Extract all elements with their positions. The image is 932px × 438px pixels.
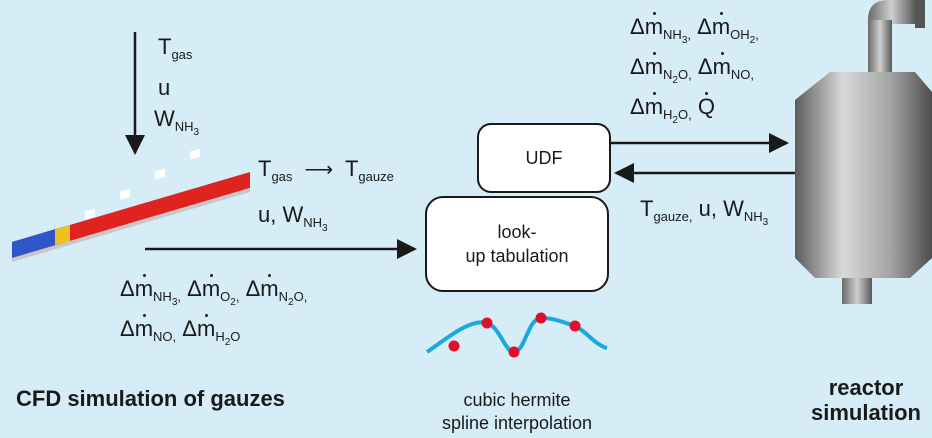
u-w-nh3-label: u, WNH3 bbox=[258, 202, 328, 234]
reactor-rates-line2: ΔmN2O, ΔmNO, bbox=[630, 52, 755, 86]
reactor-caption: reactor simulation bbox=[810, 375, 921, 426]
input-u: u bbox=[158, 75, 171, 100]
input-w-nh3: WNH3 bbox=[154, 106, 200, 138]
cfd-rates-line2: ΔmNO, ΔmH2O bbox=[120, 314, 241, 348]
udf-box: UDF bbox=[477, 123, 611, 193]
spline-graphic bbox=[425, 312, 608, 358]
t-gas-to-t-gauze-label: Tgas ⟶ Tgauze bbox=[258, 156, 394, 184]
reactor-graphic bbox=[795, 0, 932, 304]
lookup-tabulation-box: look-up tabulation bbox=[425, 196, 609, 292]
cfd-rates-line1: ΔmNH3, ΔmO2, ΔmN2O, bbox=[120, 274, 308, 308]
cfd-domain-graphic bbox=[12, 148, 250, 262]
spline-caption: cubic hermite spline interpolation bbox=[441, 390, 593, 433]
input-t-gas: Tgas bbox=[158, 34, 193, 62]
reactor-rates-line1: ΔmNH3, ΔmOH2, bbox=[630, 12, 759, 46]
feedback-label: Tgauze, u, WNH3 bbox=[640, 196, 769, 228]
cfd-caption: CFD simulation of gauzes bbox=[16, 386, 285, 411]
reactor-rates-line3: ΔmH2O, Q bbox=[630, 92, 715, 126]
